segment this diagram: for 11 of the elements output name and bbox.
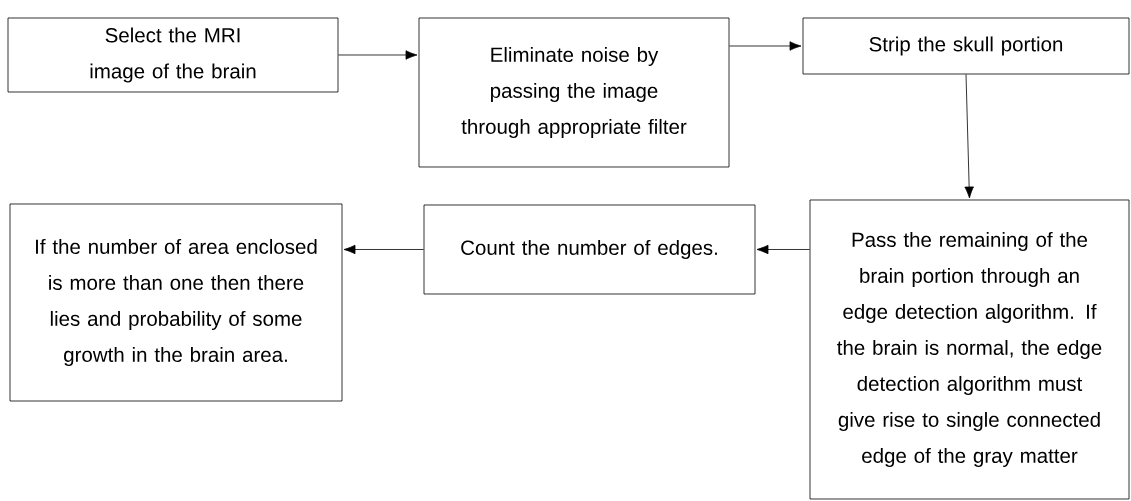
arrow — [338, 50, 418, 60]
arrow — [964, 74, 974, 199]
process-box: Eliminate noise by passing the image through appropriate filter — [418, 17, 730, 168]
arrow — [729, 41, 802, 51]
process-box: Select the MRI image of the brain — [7, 17, 339, 93]
process-box: Strip the skull portion — [802, 17, 1130, 75]
arrow — [756, 244, 810, 255]
process-box: Count the number of edges. — [423, 204, 756, 295]
process-box: Pass the remaining of the brain portion through an edge detection algorithm. If the brain is normal, the edge detection algorithm must give rise to single connected edge of the gray matter — [809, 199, 1130, 500]
process-box: If the number of area enclosed is more than one then there lies and probability of some growth in the brain area. — [9, 203, 343, 402]
arrow — [343, 244, 424, 255]
